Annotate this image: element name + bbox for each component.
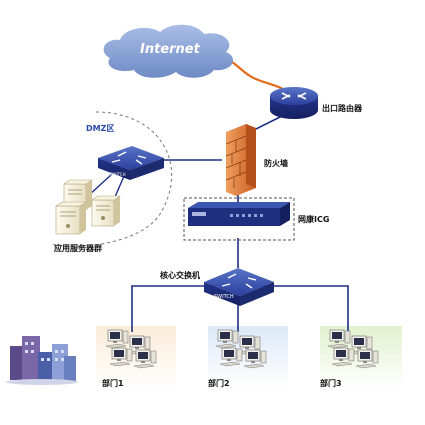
icg-dashed-box — [183, 197, 295, 241]
workstation-icon — [105, 329, 129, 349]
core-switch-icon: SWITCH — [204, 268, 274, 306]
internet-label: Internet — [140, 42, 201, 57]
dmz-switch-icon: SWITCH — [98, 146, 164, 180]
icg-appliance-icon — [188, 202, 290, 226]
workstation-icon — [215, 329, 239, 349]
workstation-icon — [109, 347, 133, 367]
workstation-icon — [331, 347, 355, 367]
office-buildings-icon — [6, 336, 78, 385]
core-dept1-link — [131, 285, 216, 332]
workstation-icon — [133, 349, 157, 369]
department-3-label: 部门3 — [320, 378, 342, 388]
workstation-icon — [355, 349, 379, 369]
server-icon-3 — [91, 195, 121, 227]
workstation-icon — [327, 329, 351, 349]
workstation-icon — [219, 347, 243, 367]
dmz-switch-brand: SWITCH — [110, 172, 126, 177]
department-2-label: 部门2 — [208, 378, 230, 388]
server-icon-2 — [55, 201, 87, 235]
core-dept3-link — [262, 285, 349, 332]
workstation-icon — [243, 349, 267, 369]
exit-router-label: 出口路由器 — [322, 103, 363, 113]
exit-router-icon — [270, 87, 318, 119]
dmz-label: DMZ区 — [86, 124, 114, 133]
core-switch-label: 核心交换机 — [160, 270, 200, 280]
firewall-label: 防火墙 — [264, 158, 288, 168]
icg-label: 网康ICG — [298, 214, 329, 224]
app-servers-label: 应用服务器群 — [54, 243, 102, 253]
department-1-label: 部门1 — [102, 378, 124, 388]
dmz-zone-boundary — [51, 111, 173, 247]
internet-cloud — [103, 24, 234, 78]
firewall-icon — [225, 124, 256, 196]
core-switch-brand: SWITCH — [214, 294, 234, 300]
